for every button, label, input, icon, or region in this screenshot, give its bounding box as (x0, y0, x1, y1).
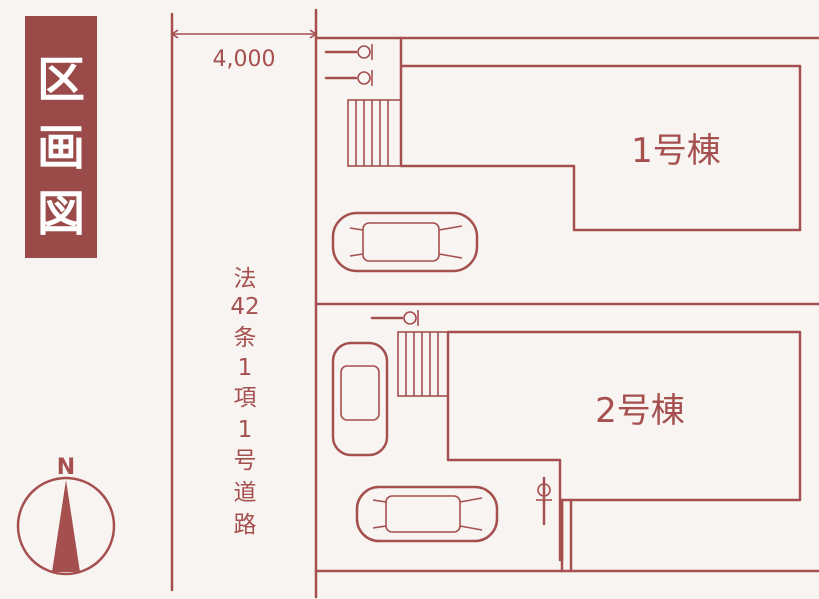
road-name: 法 42 条 1 項 1 号 道 路 (230, 266, 259, 538)
car-roof (385, 495, 461, 533)
bicycle-icon (324, 44, 373, 60)
bicycle-icon (536, 476, 552, 526)
compass-circle (16, 476, 116, 576)
car-icon (331, 211, 479, 273)
title-char-2: 画 (37, 120, 85, 176)
road-name-char: 42 (230, 294, 259, 320)
lot2-entrance-steps (397, 331, 449, 397)
lot1-entrance-steps (347, 99, 402, 167)
road: 4,000 法 42 条 1 項 1 号 道 路 (170, 8, 318, 599)
north-label: N (57, 455, 75, 480)
lot-1: 1号棟 (324, 36, 802, 273)
car-body (355, 485, 499, 543)
compass: N (16, 455, 116, 576)
road-name-char: 条 (234, 325, 257, 351)
road-name-char: 法 (234, 266, 257, 292)
title-char-3: 図 (37, 186, 85, 242)
road-name-char: 項 (234, 385, 257, 411)
dimension-arrow-right (309, 29, 318, 39)
title-block: 区 画 図 (25, 16, 97, 258)
car-icon (331, 341, 389, 457)
lot1-building-outline (399, 36, 802, 232)
title-background (25, 16, 97, 258)
dimension-arrow-left (170, 29, 179, 39)
lot1-label: 1号棟 (631, 131, 721, 171)
bicycle-icon (324, 70, 373, 86)
lot2-building-outline (446, 330, 802, 562)
road-name-char: 路 (234, 512, 257, 538)
car-body (331, 211, 479, 273)
car-icon (355, 485, 499, 543)
title-char-1: 区 (37, 52, 85, 108)
bicycle-icon (370, 310, 419, 326)
road-width-label: 4,000 (213, 47, 276, 72)
car-roof (340, 365, 380, 421)
lot2-label: 2号棟 (595, 391, 685, 431)
road-name-char: 1 (238, 355, 253, 381)
car-body (331, 341, 389, 457)
road-name-char: 道 (234, 480, 257, 506)
steps-frame (397, 331, 449, 397)
lot-2: 2号棟 (331, 310, 802, 573)
car-roof (362, 222, 440, 262)
road-name-char: 号 (234, 448, 257, 474)
road-name-char: 1 (238, 417, 253, 443)
north-arrow-icon (52, 480, 80, 572)
lot-boundaries (314, 36, 819, 573)
steps-frame (347, 99, 402, 167)
